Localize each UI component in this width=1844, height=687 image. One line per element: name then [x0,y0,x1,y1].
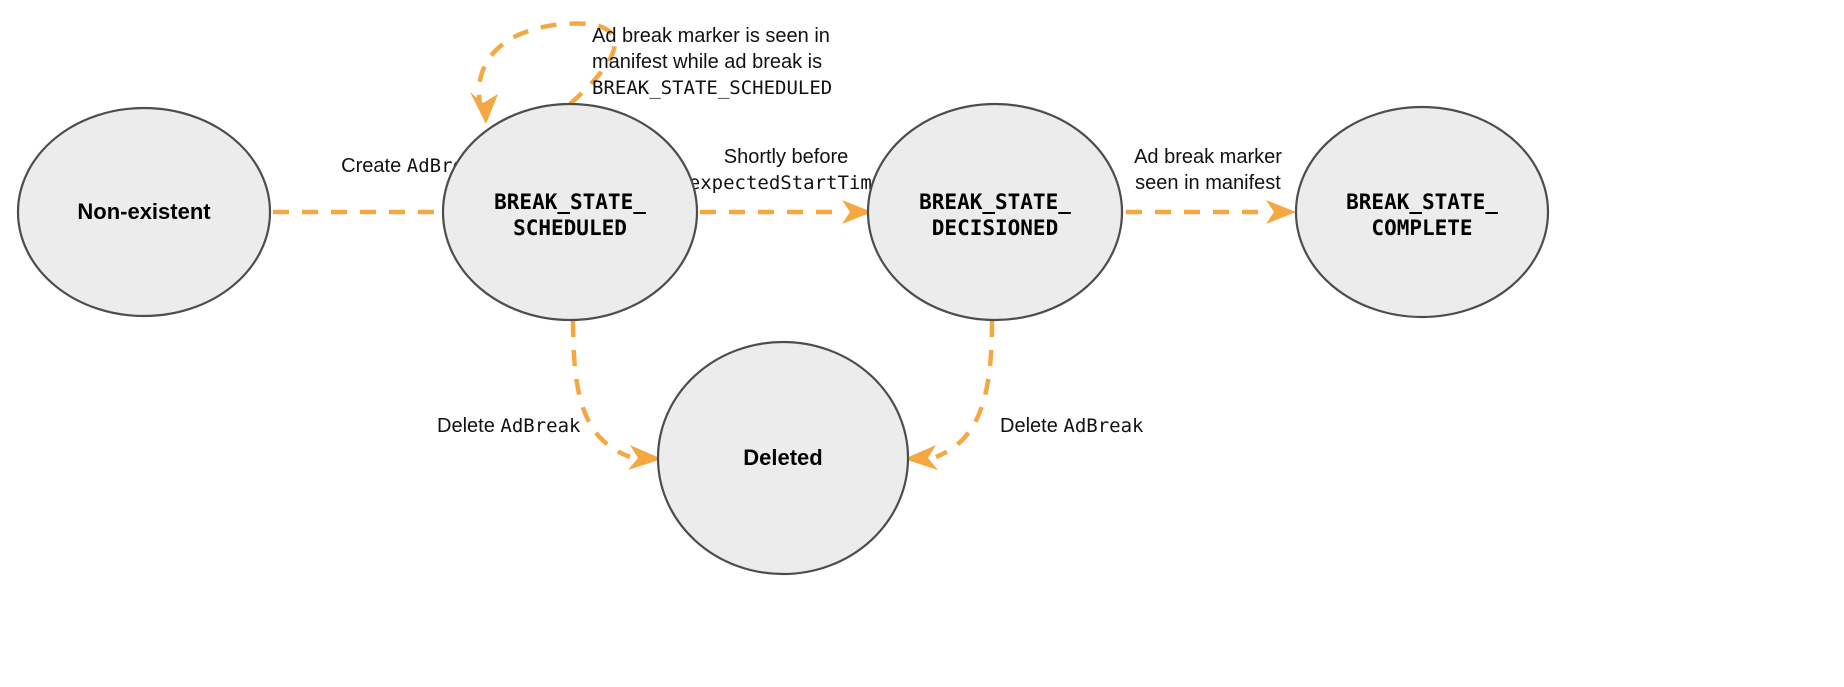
edge-scheduled-to-deleted-arrowhead [628,445,662,470]
node-break-state-complete-label-line1: BREAK_STATE_ [1346,190,1498,214]
edge-label-seg-text: Create [341,155,407,177]
edge-scheduled-to-decisioned: Shortly before expectedStartTime [689,146,883,224]
node-break-state-decisioned[interactable]: BREAK_STATE_ DECISIONED [866,102,1124,322]
edge-scheduled-self-loop-path [476,21,617,111]
edge-scheduled-to-deleted-path [570,320,631,460]
edge-scheduled-self-loop-arrowhead [470,92,498,124]
node-break-state-decisioned-label-line2: DECISIONED [932,216,1058,240]
node-break-state-complete-shape[interactable] [1294,105,1550,319]
edge-scheduled-to-decisioned-label-line1: Shortly before [724,146,849,168]
node-non-existent-shape[interactable] [16,106,272,318]
node-non-existent[interactable]: Non-existent [16,106,272,318]
node-break-state-scheduled-shape[interactable] [441,102,699,322]
edge-decisioned-to-complete-arrowhead [1266,200,1296,224]
edge-decisioned-to-deleted: Delete AdBreak [904,320,1144,470]
node-deleted-label: Deleted [743,445,822,470]
node-break-state-decisioned-shape[interactable] [866,102,1124,322]
node-break-state-scheduled-label-line1: BREAK_STATE_ [494,190,646,214]
edge-scheduled-self-loop-label-line2: manifest while ad break is [592,51,822,73]
edge-scheduled-to-deleted-label: Delete AdBreak [437,415,581,437]
node-deleted[interactable]: Deleted [656,340,910,576]
edge-scheduled-to-deleted: Delete AdBreak [437,320,662,470]
edge-decisioned-to-deleted-arrowhead [904,445,938,470]
node-break-state-complete-label-line2: COMPLETE [1371,216,1472,240]
edge-scheduled-to-decisioned-arrowhead [842,200,872,224]
edge-label-seg-text: Delete [437,415,500,437]
edge-label-seg-text: Delete [1000,415,1063,437]
node-break-state-scheduled[interactable]: BREAK_STATE_ SCHEDULED [441,102,699,322]
edge-label-seg-mono: AdBreak [1063,415,1144,437]
edge-decisioned-to-complete: Ad break marker seen in manifest [1126,146,1296,224]
node-break-state-scheduled-label-line2: SCHEDULED [513,216,627,240]
node-deleted-shape[interactable] [656,340,910,576]
node-break-state-complete[interactable]: BREAK_STATE_ COMPLETE [1294,105,1550,319]
edge-decisioned-to-complete-label-line2: seen in manifest [1135,172,1281,194]
node-break-state-decisioned-label-line1: BREAK_STATE_ [919,190,1071,214]
edge-scheduled-self-loop: Ad break marker is seen in manifest whil… [470,21,832,124]
edge-decisioned-to-deleted-path [935,320,995,460]
edge-decisioned-to-complete-label-line1: Ad break marker [1134,146,1282,168]
edge-scheduled-self-loop-label-line1: Ad break marker is seen in [592,25,830,47]
edge-label-seg-mono: AdBreak [500,415,581,437]
node-non-existent-label: Non-existent [77,199,211,224]
edge-scheduled-self-loop-label-line3: BREAK_STATE_SCHEDULED [592,77,832,99]
edge-scheduled-to-decisioned-label-line2: expectedStartTime [689,172,883,194]
edge-decisioned-to-deleted-label: Delete AdBreak [1000,415,1144,437]
